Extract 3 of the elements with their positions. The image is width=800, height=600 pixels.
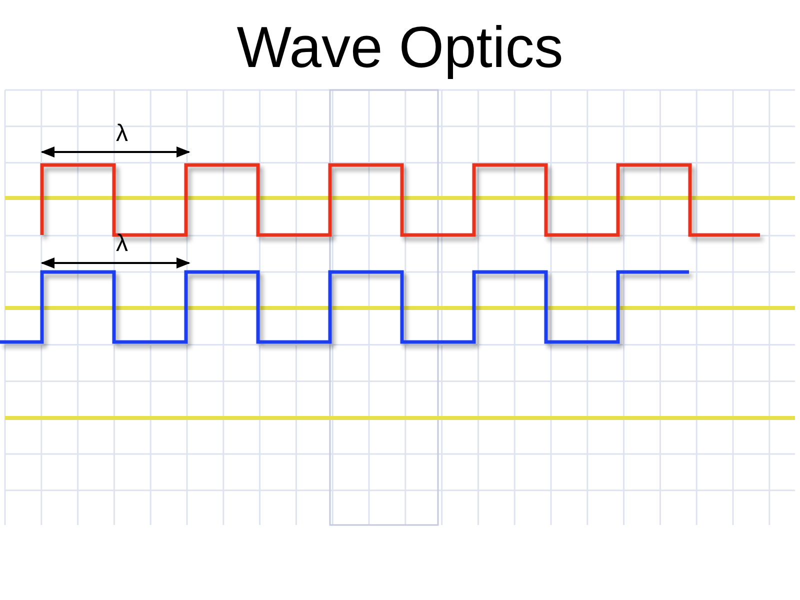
wavelength-label: λ — [116, 122, 128, 146]
wavelength-label: λ — [116, 232, 128, 256]
title: Wave Optics — [236, 14, 564, 81]
